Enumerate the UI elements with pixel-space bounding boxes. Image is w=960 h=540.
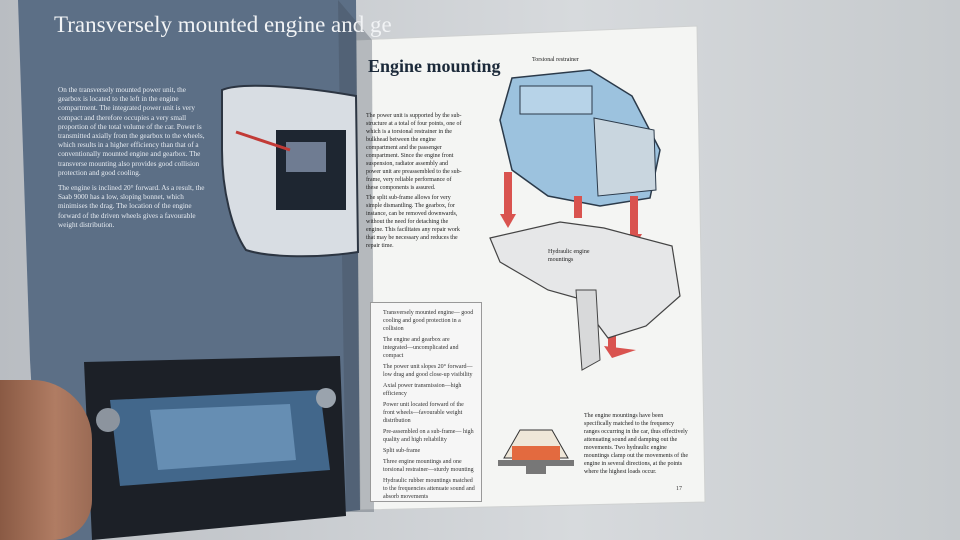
right-page-title: Engine mounting [368, 56, 501, 76]
left-page-text: On the transversely mounted power unit, … [58, 86, 208, 236]
mount-arrow-left [504, 172, 512, 216]
legend-item: Three engine mountings and one torsional… [383, 459, 474, 473]
subframe-illustration [489, 221, 681, 339]
legend-item: Power unit located forward of the front … [383, 402, 464, 424]
right-intro-2: The split sub-frame allows for very simp… [366, 195, 460, 249]
legend-item: Axial power transmission—high efficiency [383, 383, 462, 397]
legend-item: Hydraulic rubber mountings matched to th… [383, 478, 475, 500]
left-paragraph-1: On the transversely mounted power unit, … [58, 86, 205, 177]
mount-arrow-bottom [608, 332, 616, 350]
label-torsional-restrainer: Torsional restrainer [532, 57, 579, 63]
legend-box: Transversely mounted engine— good coolin… [370, 302, 482, 502]
left-paragraph-2: The engine is inclined 20° forward. As a… [58, 184, 205, 229]
page-number: 17 [676, 486, 682, 492]
legend-item: The engine and gearbox are integrated—un… [383, 337, 459, 359]
legend-item: The power unit slopes 20° forward—low dr… [383, 364, 473, 378]
legend-item: Pre-assembled on a sub-frame— high quali… [383, 429, 474, 443]
label-hydraulic-mountings: Hydraulic engine mountings [548, 249, 590, 263]
mount-arrow-right [630, 196, 638, 236]
hand [0, 380, 92, 540]
legend-item: Transversely mounted engine— good coolin… [383, 310, 474, 332]
bottom-caption: The engine mountings have been specifica… [584, 413, 688, 475]
left-page-title: Transversely mounted engine and ge [54, 12, 392, 37]
right-intro-1: The power unit is supported by the sub-s… [366, 113, 462, 191]
legend-item: Split sub-frame [383, 448, 421, 454]
